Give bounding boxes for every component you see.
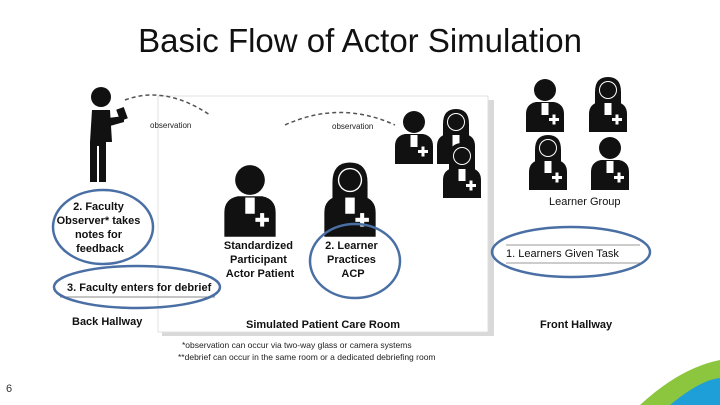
- observation-label-left: observation: [150, 121, 191, 130]
- sp-actor-label: Standardized Participant Actor Patient: [224, 240, 296, 280]
- slide-accent-blue: [670, 378, 720, 405]
- learner-group-member-1: [526, 79, 564, 132]
- room-label: Simulated Patient Care Room: [246, 319, 400, 331]
- footnote-observation: *observation can occur via two-way glass…: [182, 340, 412, 350]
- observation-arc-left: [124, 94, 211, 116]
- highlight-ring-learners-task: [490, 225, 652, 279]
- faculty-observer-figure: [90, 87, 128, 182]
- slide-title: Basic Flow of Actor Simulation: [138, 22, 582, 59]
- highlight-ring-learner-practices: [308, 222, 402, 300]
- highlight-ring-debrief: [52, 264, 222, 310]
- learner-group-member-3: [529, 135, 567, 190]
- back-hallway-label: Back Hallway: [72, 316, 143, 328]
- learners-task-label: 1. Learners Given Task: [506, 248, 619, 260]
- faculty-debrief-label: 3. Faculty enters for debrief: [67, 282, 212, 294]
- front-hallway-label: Front Hallway: [540, 319, 613, 331]
- simulated-patient-care-room: [157, 95, 489, 333]
- observation-label-right: observation: [332, 122, 373, 131]
- page-number: 6: [6, 383, 13, 395]
- learner-group-label: Learner Group: [549, 196, 621, 208]
- observation-arc-right: [284, 111, 396, 126]
- highlight-ring-faculty-notes: [51, 188, 155, 266]
- faculty-notes-label: 2. Faculty Observer* takes notes for fee…: [57, 201, 144, 255]
- learner-practices-label: 2. Learner Practices ACP: [325, 240, 381, 280]
- learner-group-member-4: [591, 137, 629, 190]
- footnote-debrief: **debrief can occur in the same room or …: [178, 352, 436, 362]
- learner-group-member-2: [589, 77, 627, 132]
